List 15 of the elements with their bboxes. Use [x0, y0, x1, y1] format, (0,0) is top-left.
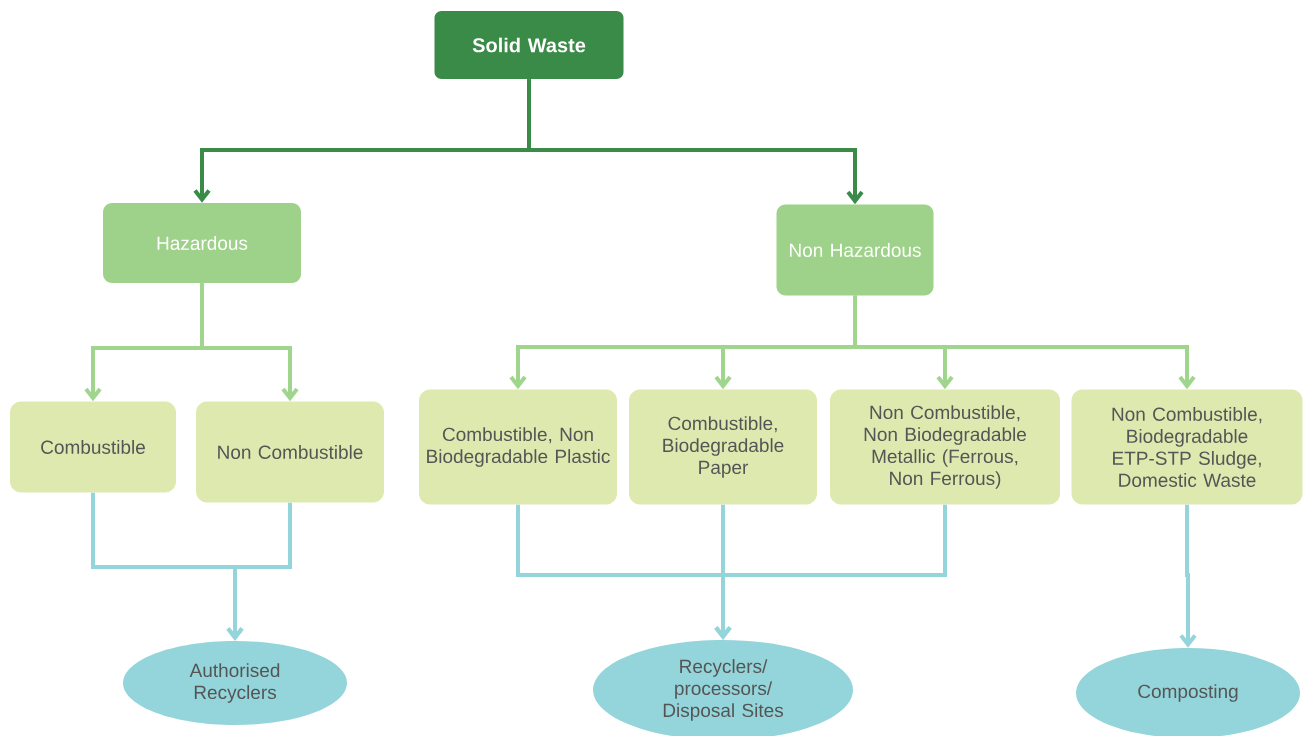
- process-box: Non Combustible, Biodegradable ETP-STP Sludge, Domestic Waste: [1071, 389, 1303, 505]
- process-box: Non Hazardous: [776, 204, 934, 296]
- process-box: Combustible, Biodegradable Paper: [629, 389, 817, 505]
- arrow: [853, 295, 1196, 390]
- process-box: Combustible, Non Biodegradable Plastic: [419, 389, 617, 505]
- arrow: [226, 502, 292, 641]
- process-box: Non Combustible: [196, 401, 384, 503]
- arrow: [1179, 504, 1197, 648]
- process-box: Non Combustible, Non Biodegradable Metallic (Ferrous, Non Ferrous): [830, 389, 1060, 505]
- process-box: Hazardous: [103, 203, 301, 283]
- arrow: [714, 504, 947, 640]
- arrow: [527, 79, 864, 205]
- arrow: [200, 283, 299, 402]
- process-box: Combustible: [10, 401, 176, 493]
- process-box: Solid Waste: [434, 11, 624, 79]
